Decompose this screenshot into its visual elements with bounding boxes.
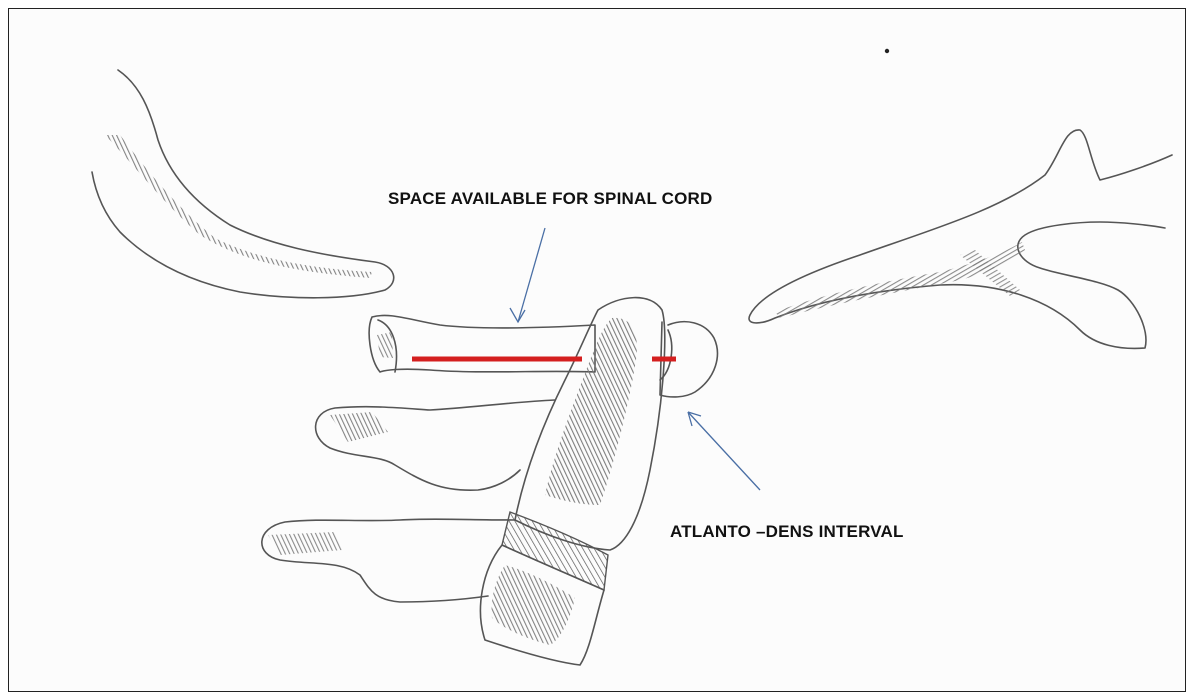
axis-dens <box>515 298 665 550</box>
ink-dot <box>885 49 889 53</box>
label-space-available: SPACE AVAILABLE FOR SPINAL CORD <box>388 189 713 208</box>
occipital-bone <box>92 70 394 298</box>
c2-spinous-process <box>316 400 555 490</box>
anterior-structure <box>749 130 1172 349</box>
atlanto-dens-arrow <box>688 412 760 490</box>
c3-spinous-process <box>262 519 515 602</box>
space-available-arrow <box>510 228 545 322</box>
atlas-posterior-arch <box>369 315 595 372</box>
label-atlanto-dens: ATLANTO –DENS INTERVAL <box>670 522 904 541</box>
